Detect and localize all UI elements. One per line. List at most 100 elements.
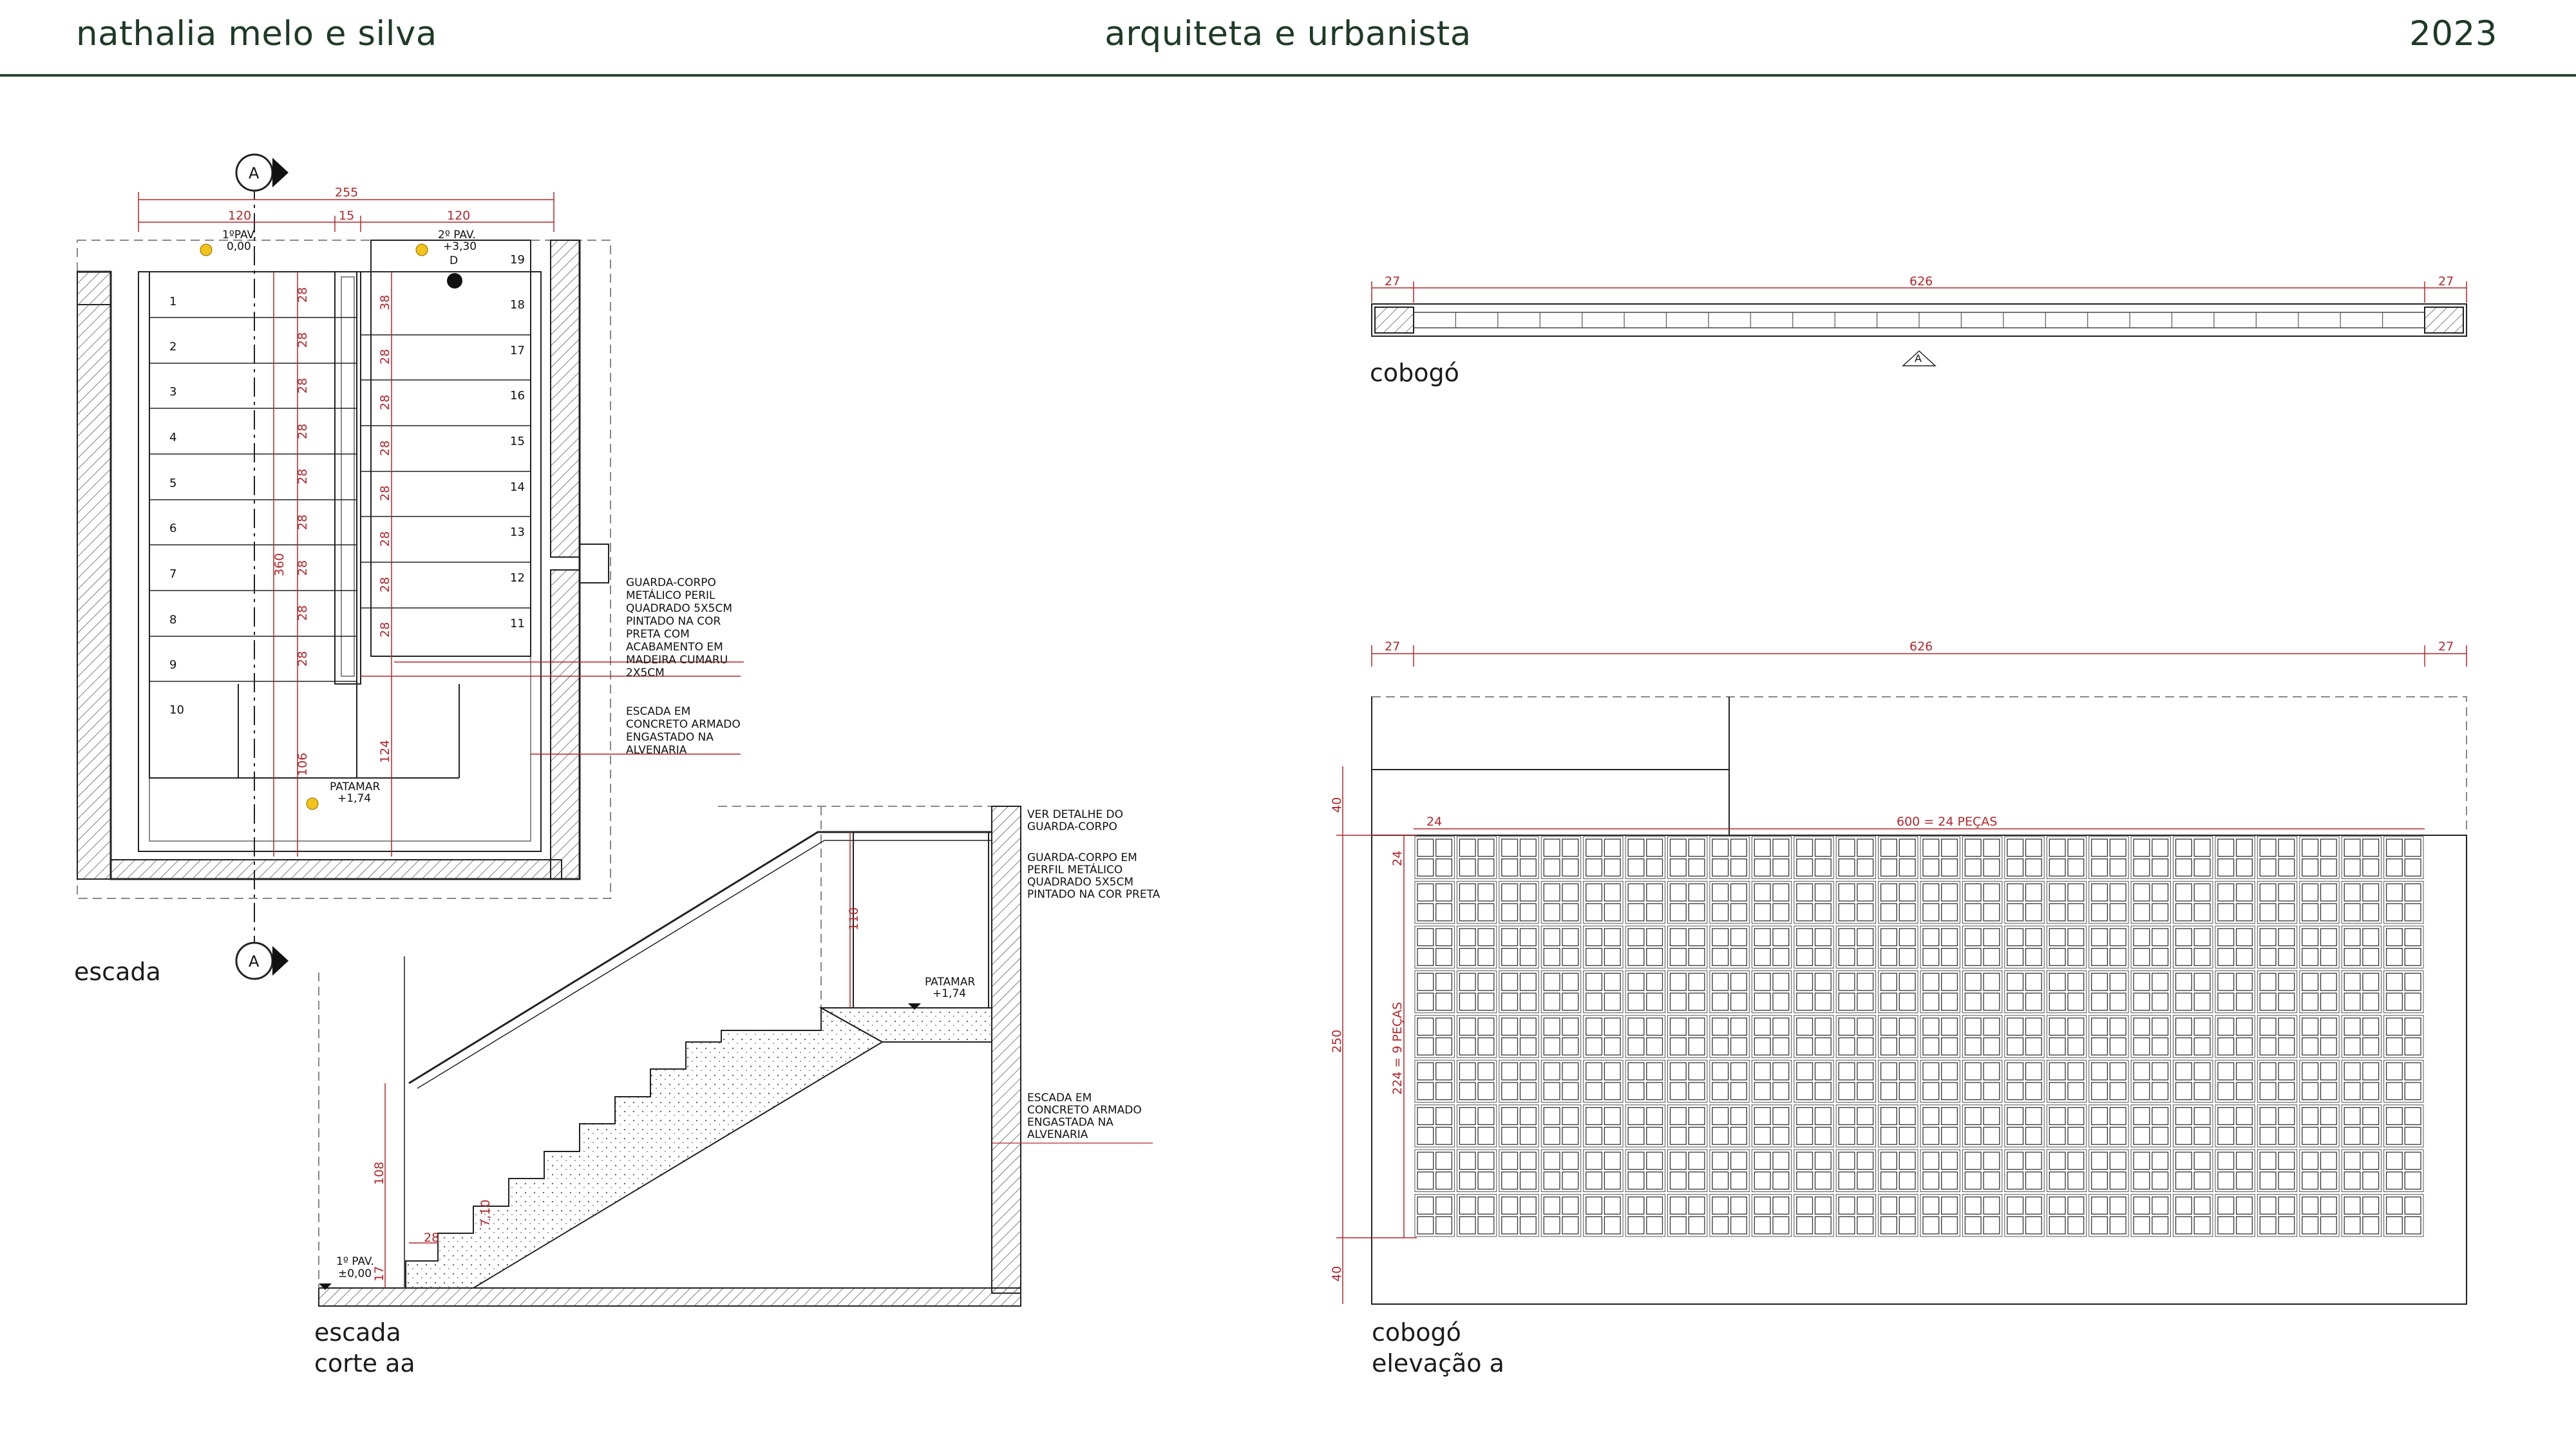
cobogo-piece [1540,836,1582,879]
caption-stair-section-title: escada [314,1318,401,1347]
cobogo-opening [1814,947,1832,966]
cobogo-opening [2067,947,2085,966]
cobogo-opening [1838,1062,1855,1081]
cobogo-opening [1899,858,1916,877]
cobogo-opening [1459,1082,1476,1101]
cobogo-opening [2067,1216,2085,1235]
cobogo-opening [2025,903,2042,922]
cobogo-opening [1688,838,1705,857]
cobogo-opening [1646,1082,1663,1101]
cobogo-opening [1562,1037,1579,1056]
section-dim-28: 28 [424,1231,439,1245]
cobogo-opening [2091,1062,2108,1081]
cobogo-opening [2133,1062,2150,1081]
cobogo-piece [2004,880,2045,924]
cobogo-opening [2344,1171,2361,1190]
cobogo-opening [1562,1018,1579,1036]
tread-dim: 28 [296,605,310,621]
cobogo-opening [1604,928,1621,947]
cobogo-opening [1838,992,1855,1011]
cobogo-opening [2152,972,2169,991]
cobogo-opening [1983,1062,2000,1081]
cobogo-opening [1669,903,1687,922]
cobogo-opening [2152,1037,2169,1056]
cobogo-plan-cells [1455,312,2383,328]
cobogo-opening [2320,1196,2337,1215]
cobogo-piece [2173,970,2213,1014]
cobogo-opening [2320,1018,2337,1036]
cobogo-elev-dim-24-side: 24 [1390,851,1405,866]
stair-plan-treads-right [361,271,531,609]
cobogo-opening [1459,1216,1476,1235]
cobogo-opening [1604,1171,1621,1190]
cobogo-opening [2175,992,2192,1011]
cobogo-opening [1501,1037,1519,1056]
cobogo-opening [1712,1062,1729,1081]
cobogo-piece [2215,1104,2255,1148]
cobogo-piece [1414,1015,1455,1058]
cobogo-opening [2235,903,2253,922]
cobogo-piece [2383,970,2424,1014]
cobogo-opening [2133,1107,2150,1126]
cobogo-opening [2049,1107,2066,1126]
cobogo-opening [1899,947,1916,966]
cobogo-opening [1983,972,2000,991]
cobogo-piece [2215,1059,2255,1103]
cobogo-piece [2341,1059,2382,1103]
cobogo-opening [1604,947,1621,966]
tread-dim: 28 [296,287,310,303]
cobogo-opening [1857,1126,1874,1145]
cobogo-opening [1941,1018,1958,1036]
svg-text:±0,00: ±0,00 [338,1267,372,1280]
cobogo-opening [2109,1082,2126,1101]
cobogo-opening [1627,1018,1645,1036]
cobogo-opening [1586,838,1603,857]
cobogo-piece [1499,1194,1539,1237]
cobogo-opening [1646,883,1663,902]
cobogo-opening [1730,992,1747,1011]
cobogo-opening [2175,947,2192,966]
plan-dim-360: 360 [272,553,287,576]
cobogo-piece [1878,1015,1918,1058]
cobogo-opening [1562,1151,1579,1170]
cobogo-piece [2130,836,2172,879]
cobogo-opening [1772,1216,1790,1235]
cobogo-opening [1501,1151,1519,1170]
cobogo-opening [1586,1082,1603,1101]
cobogo-opening [1604,1082,1621,1101]
cobogo-opening [1562,903,1579,922]
step-number: 12 [510,571,525,585]
cobogo-opening [2404,858,2421,877]
cobogo-elev-dim-250: 250 [1330,1030,1344,1053]
tread-dim: 28 [296,469,310,484]
cobogo-piece [2215,1015,2255,1058]
cobogo-opening [1586,1018,1603,1036]
cobogo-piece [2004,1059,2045,1103]
cobogo-opening [2025,1107,2042,1126]
cobogo-opening [2385,928,2403,947]
cobogo-opening [1754,1018,1771,1036]
cobogo-opening [2259,1126,2277,1145]
cobogo-opening [1604,1107,1621,1126]
cobogo-piece [2299,1149,2340,1192]
cobogo-opening [1627,972,1645,991]
cobogo-opening [1772,1062,1790,1081]
cobogo-piece [2215,1194,2255,1237]
step-number: 2 [169,340,176,354]
cobogo-opening [1983,1216,2000,1235]
cobogo-opening [1941,972,1958,991]
cobogo-opening [1562,1196,1579,1215]
cobogo-opening [2049,1126,2066,1145]
cobogo-opening [2302,1151,2319,1170]
cobogo-opening [1899,883,1916,902]
cobogo-opening [1796,928,1814,947]
cobogo-opening [2385,1171,2403,1190]
cobogo-opening [1562,947,1579,966]
cobogo-opening [1669,1062,1687,1081]
cobogo-opening [1459,1151,1476,1170]
cobogo-opening [2362,972,2380,991]
caption-cobogo-elevation-title: cobogó [1372,1318,1461,1347]
cobogo-opening [1983,928,2000,947]
cobogo-opening [2362,1196,2380,1215]
cobogo-opening [2152,903,2169,922]
